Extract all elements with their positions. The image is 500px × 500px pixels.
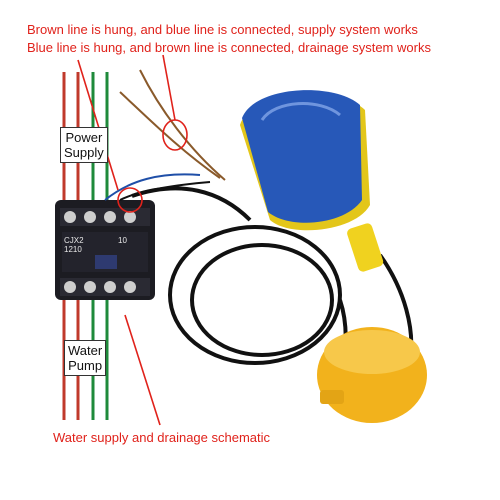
pump-label-line1: Water <box>68 343 103 358</box>
caption-line-2: Blue line is hung, and brown line is con… <box>27 40 431 55</box>
power-label-line1: Power <box>65 130 103 145</box>
annotation-marks <box>77 54 188 426</box>
contactor-rating-label: 10 <box>118 236 127 245</box>
water-pump-label: Water Pump <box>64 340 107 376</box>
pump-label-line2: Pump <box>68 358 103 373</box>
caption-bottom: Water supply and drainage schematic <box>53 430 271 445</box>
signal-wires <box>104 69 226 201</box>
caption-line-1: Brown line is hung, and blue line is con… <box>27 22 418 37</box>
contactor-icon <box>55 200 155 300</box>
power-supply-label: Power Supply <box>60 127 108 163</box>
power-label-line2: Supply <box>64 145 104 160</box>
contactor-model-line1: CJX2 <box>64 236 84 245</box>
contactor-model-label: CJX2 1210 <box>64 236 84 254</box>
float-switch-blue-icon <box>240 90 384 272</box>
contactor-model-line2: 1210 <box>64 245 82 254</box>
float-switch-yellow-icon <box>317 327 427 423</box>
